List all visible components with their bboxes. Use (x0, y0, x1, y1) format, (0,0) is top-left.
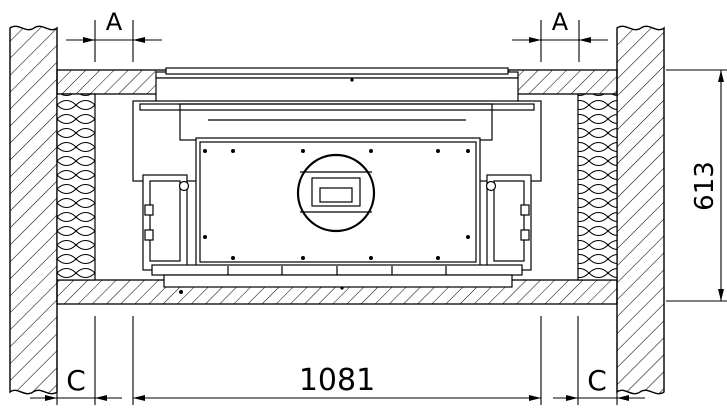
insulation-right (577, 93, 618, 281)
right-wall (616, 25, 665, 395)
left-wall (9, 25, 58, 395)
insulation-left (56, 93, 96, 281)
label-c-right: C (587, 364, 607, 397)
label-width: 1081 (299, 363, 375, 398)
label-height: 613 (690, 161, 720, 211)
dimension-a-left (66, 20, 162, 62)
fireplace-unit (132, 67, 542, 288)
dimension-height (666, 69, 727, 302)
panel-screws (179, 78, 470, 294)
label-a-right: A (552, 8, 569, 36)
label-a-left: A (106, 8, 123, 36)
label-c-left: C (66, 364, 86, 397)
dimension-a-right (512, 20, 608, 62)
dimension-bottom (30, 316, 645, 405)
